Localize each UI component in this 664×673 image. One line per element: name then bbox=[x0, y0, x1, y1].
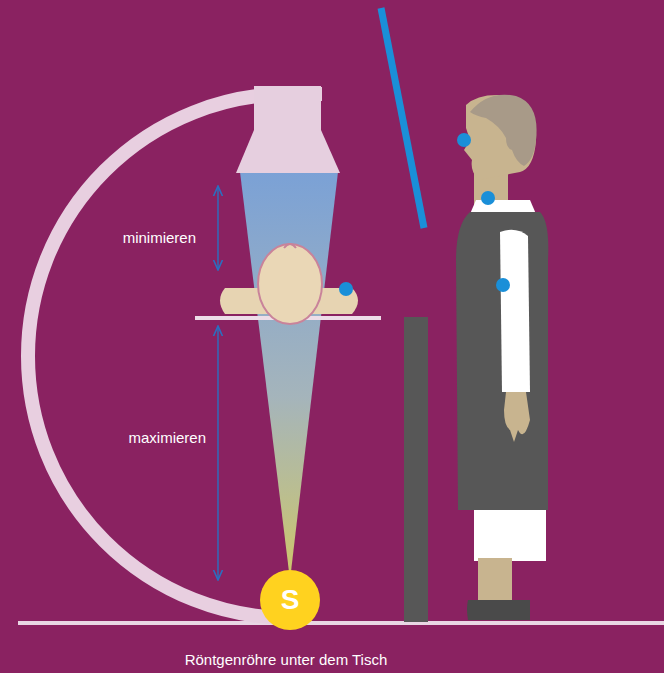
x-ray-beam bbox=[240, 172, 338, 580]
source-circle: S bbox=[260, 570, 320, 630]
table-shield bbox=[404, 317, 428, 622]
floor-line bbox=[18, 621, 664, 625]
dose-point bbox=[339, 282, 353, 296]
patient-nose bbox=[284, 244, 296, 248]
ceiling-shield bbox=[381, 8, 424, 228]
distance-label: maximieren bbox=[128, 429, 206, 447]
distance-label: minimieren bbox=[123, 229, 196, 247]
source-letter: S bbox=[281, 586, 300, 614]
dose-point bbox=[496, 278, 510, 292]
dose-point bbox=[457, 133, 471, 147]
caption: Röntgenröhre unter dem Tisch bbox=[185, 651, 388, 669]
patient-head bbox=[258, 244, 322, 324]
distance-arrow bbox=[217, 186, 218, 270]
operator bbox=[456, 95, 548, 620]
detector-cone bbox=[236, 130, 340, 173]
distance-arrow bbox=[217, 326, 218, 580]
detector bbox=[254, 86, 321, 132]
dose-point bbox=[481, 191, 495, 205]
